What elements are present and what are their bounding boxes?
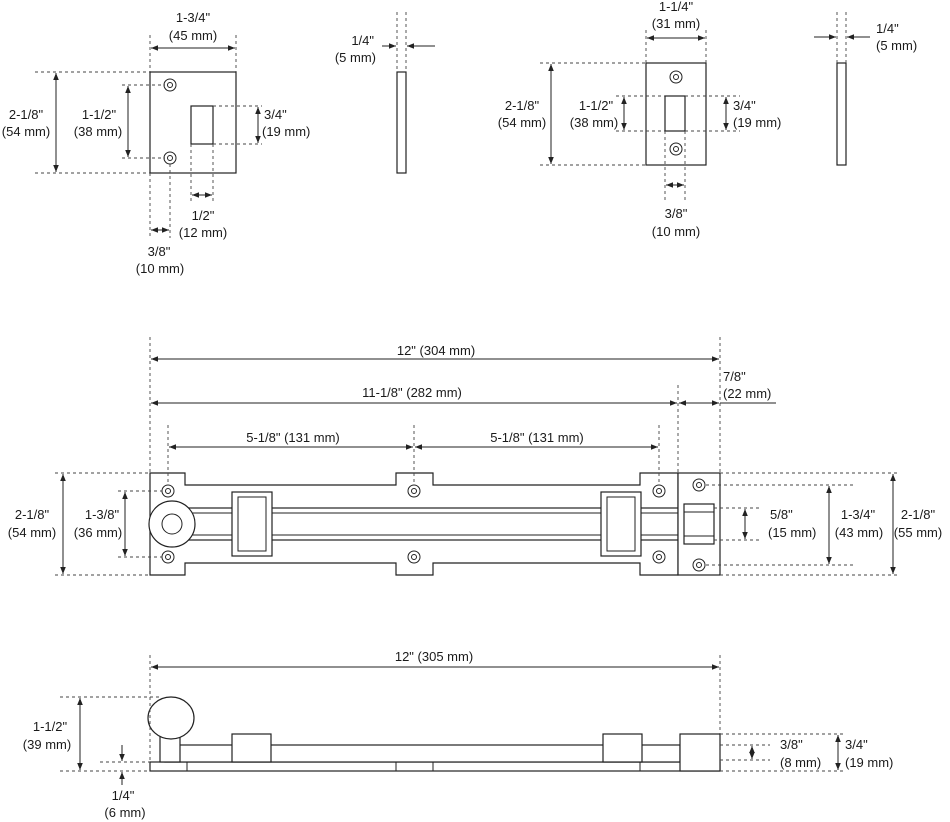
bolt-diameter-mm-label: (15 mm) [768, 525, 816, 540]
bolt-keeper-length-label: 7/8" [723, 369, 746, 384]
bolt-front-dimensions [55, 337, 900, 576]
keeper-a-front-view [149, 71, 237, 174]
bolt-guide-left [231, 491, 273, 557]
keeper-a-hole-offset-mm-label: (10 mm) [136, 261, 184, 276]
bolt-keeper-hole-spacing-label: 1-3/4" [841, 507, 876, 522]
bolt-knob [148, 500, 196, 548]
keeper-a-width-label: 1-3/4" [176, 10, 211, 25]
bolt-guide-right [600, 491, 642, 557]
bolt-plate-length-label: 11-1/8" (282 mm) [362, 385, 462, 400]
keeper-b-thickness-mm-label: (5 mm) [876, 38, 917, 53]
bolt-plate-hole-spacing-mm-label: (36 mm) [74, 525, 122, 540]
side-plate-thickness-label: 1/4" [112, 788, 135, 803]
side-plate-thickness-mm-label: (6 mm) [104, 805, 145, 820]
side-keeper-height-label: 3/4" [845, 737, 868, 752]
keeper-b-slot-width-label: 3/8" [665, 206, 688, 221]
keeper-b-slot-height-label: 3/4" [733, 98, 756, 113]
bolt-side-labels: 12" (305 mm) 1-1/2" (39 mm) 1/4" (6 mm) … [23, 649, 894, 820]
keeper-a-dimensions [35, 35, 262, 238]
keeper-b-width-mm-label: (31 mm) [652, 16, 700, 31]
bolt-plate-hole-spacing-label: 1-3/8" [85, 507, 120, 522]
side-bolt-offset-label: 3/8" [780, 737, 803, 752]
bolt-plate-height-mm-label: (54 mm) [8, 525, 56, 540]
keeper-a-hole-spacing-mm-label: (38 mm) [74, 124, 122, 139]
keeper-a-labels: 1-3/4" (45 mm) 1/4" (5 mm) 2-1/8" (54 mm… [2, 10, 376, 276]
keeper-a-width-mm-label: (45 mm) [169, 28, 217, 43]
keeper-b-slot [664, 95, 686, 132]
keeper-a-thickness-mm-label: (5 mm) [335, 50, 376, 65]
side-keeper-height-mm-label: (19 mm) [845, 755, 893, 770]
bolt-hole-spacing-right-label: 5-1/8" (131 mm) [490, 430, 583, 445]
bolt-hole-spacing-left-label: 5-1/8" (131 mm) [246, 430, 339, 445]
bolt-overall-length-label: 12" (304 mm) [397, 343, 475, 358]
bolt-side-view [147, 696, 721, 772]
keeper-b-height-label: 2-1/8" [505, 98, 540, 113]
keeper-a-height-label: 2-1/8" [9, 107, 44, 122]
bolt-diameter-label: 5/8" [770, 507, 793, 522]
keeper-b-hole-spacing-mm-label: (38 mm) [570, 115, 618, 130]
keeper-a-slot-width-label: 1/2" [192, 208, 215, 223]
bolt-keeper-height-mm-label: (55 mm) [894, 525, 942, 540]
keeper-b-side-view [814, 12, 870, 166]
side-knob-height-label: 1-1/2" [33, 719, 68, 734]
keeper-b-dimensions [540, 30, 740, 200]
bolt-keeper-hole-spacing-mm-label: (43 mm) [835, 525, 883, 540]
side-knob [147, 696, 195, 740]
bolt-side-dimensions [60, 655, 845, 785]
keeper-a-slot-width-mm-label: (12 mm) [179, 225, 227, 240]
keeper-b-width-label: 1-1/4" [659, 0, 694, 14]
keeper-b-height-mm-label: (54 mm) [498, 115, 546, 130]
keeper-a-height-mm-label: (54 mm) [2, 124, 50, 139]
bolt-keeper-height-label: 2-1/8" [901, 507, 936, 522]
keeper-a-hole-spacing-label: 1-1/2" [82, 107, 117, 122]
keeper-a-slot [190, 105, 214, 145]
keeper-b-thickness-label: 1/4" [876, 21, 899, 36]
keeper-a-side-view [382, 12, 435, 174]
keeper-a-slot-height-label: 3/4" [264, 107, 287, 122]
keeper-a-thickness-label: 1/4" [351, 33, 374, 48]
keeper-b-slot-width-mm-label: (10 mm) [652, 224, 700, 239]
bolt-front-labels: 12" (304 mm) 11-1/8" (282 mm) 5-1/8" (13… [8, 343, 942, 540]
bolt-plate-height-label: 2-1/8" [15, 507, 50, 522]
keeper-b-labels: 1-1/4" (31 mm) 1/4" (5 mm) 2-1/8" (54 mm… [498, 0, 917, 239]
keeper-a-hole-offset-label: 3/8" [148, 244, 171, 259]
keeper-b-slot-height-mm-label: (19 mm) [733, 115, 781, 130]
keeper-a-slot-height-mm-label: (19 mm) [262, 124, 310, 139]
bolt-front-view [148, 472, 721, 576]
side-knob-height-mm-label: (39 mm) [23, 737, 71, 752]
bolt-keeper-length-mm-label: (22 mm) [723, 386, 771, 401]
side-base-plate [149, 761, 721, 772]
keeper-b-hole-spacing-label: 1-1/2" [579, 98, 614, 113]
side-bolt-offset-mm-label: (8 mm) [780, 755, 821, 770]
side-overall-length-label: 12" (305 mm) [395, 649, 473, 664]
keeper-b-front-view [645, 62, 707, 166]
